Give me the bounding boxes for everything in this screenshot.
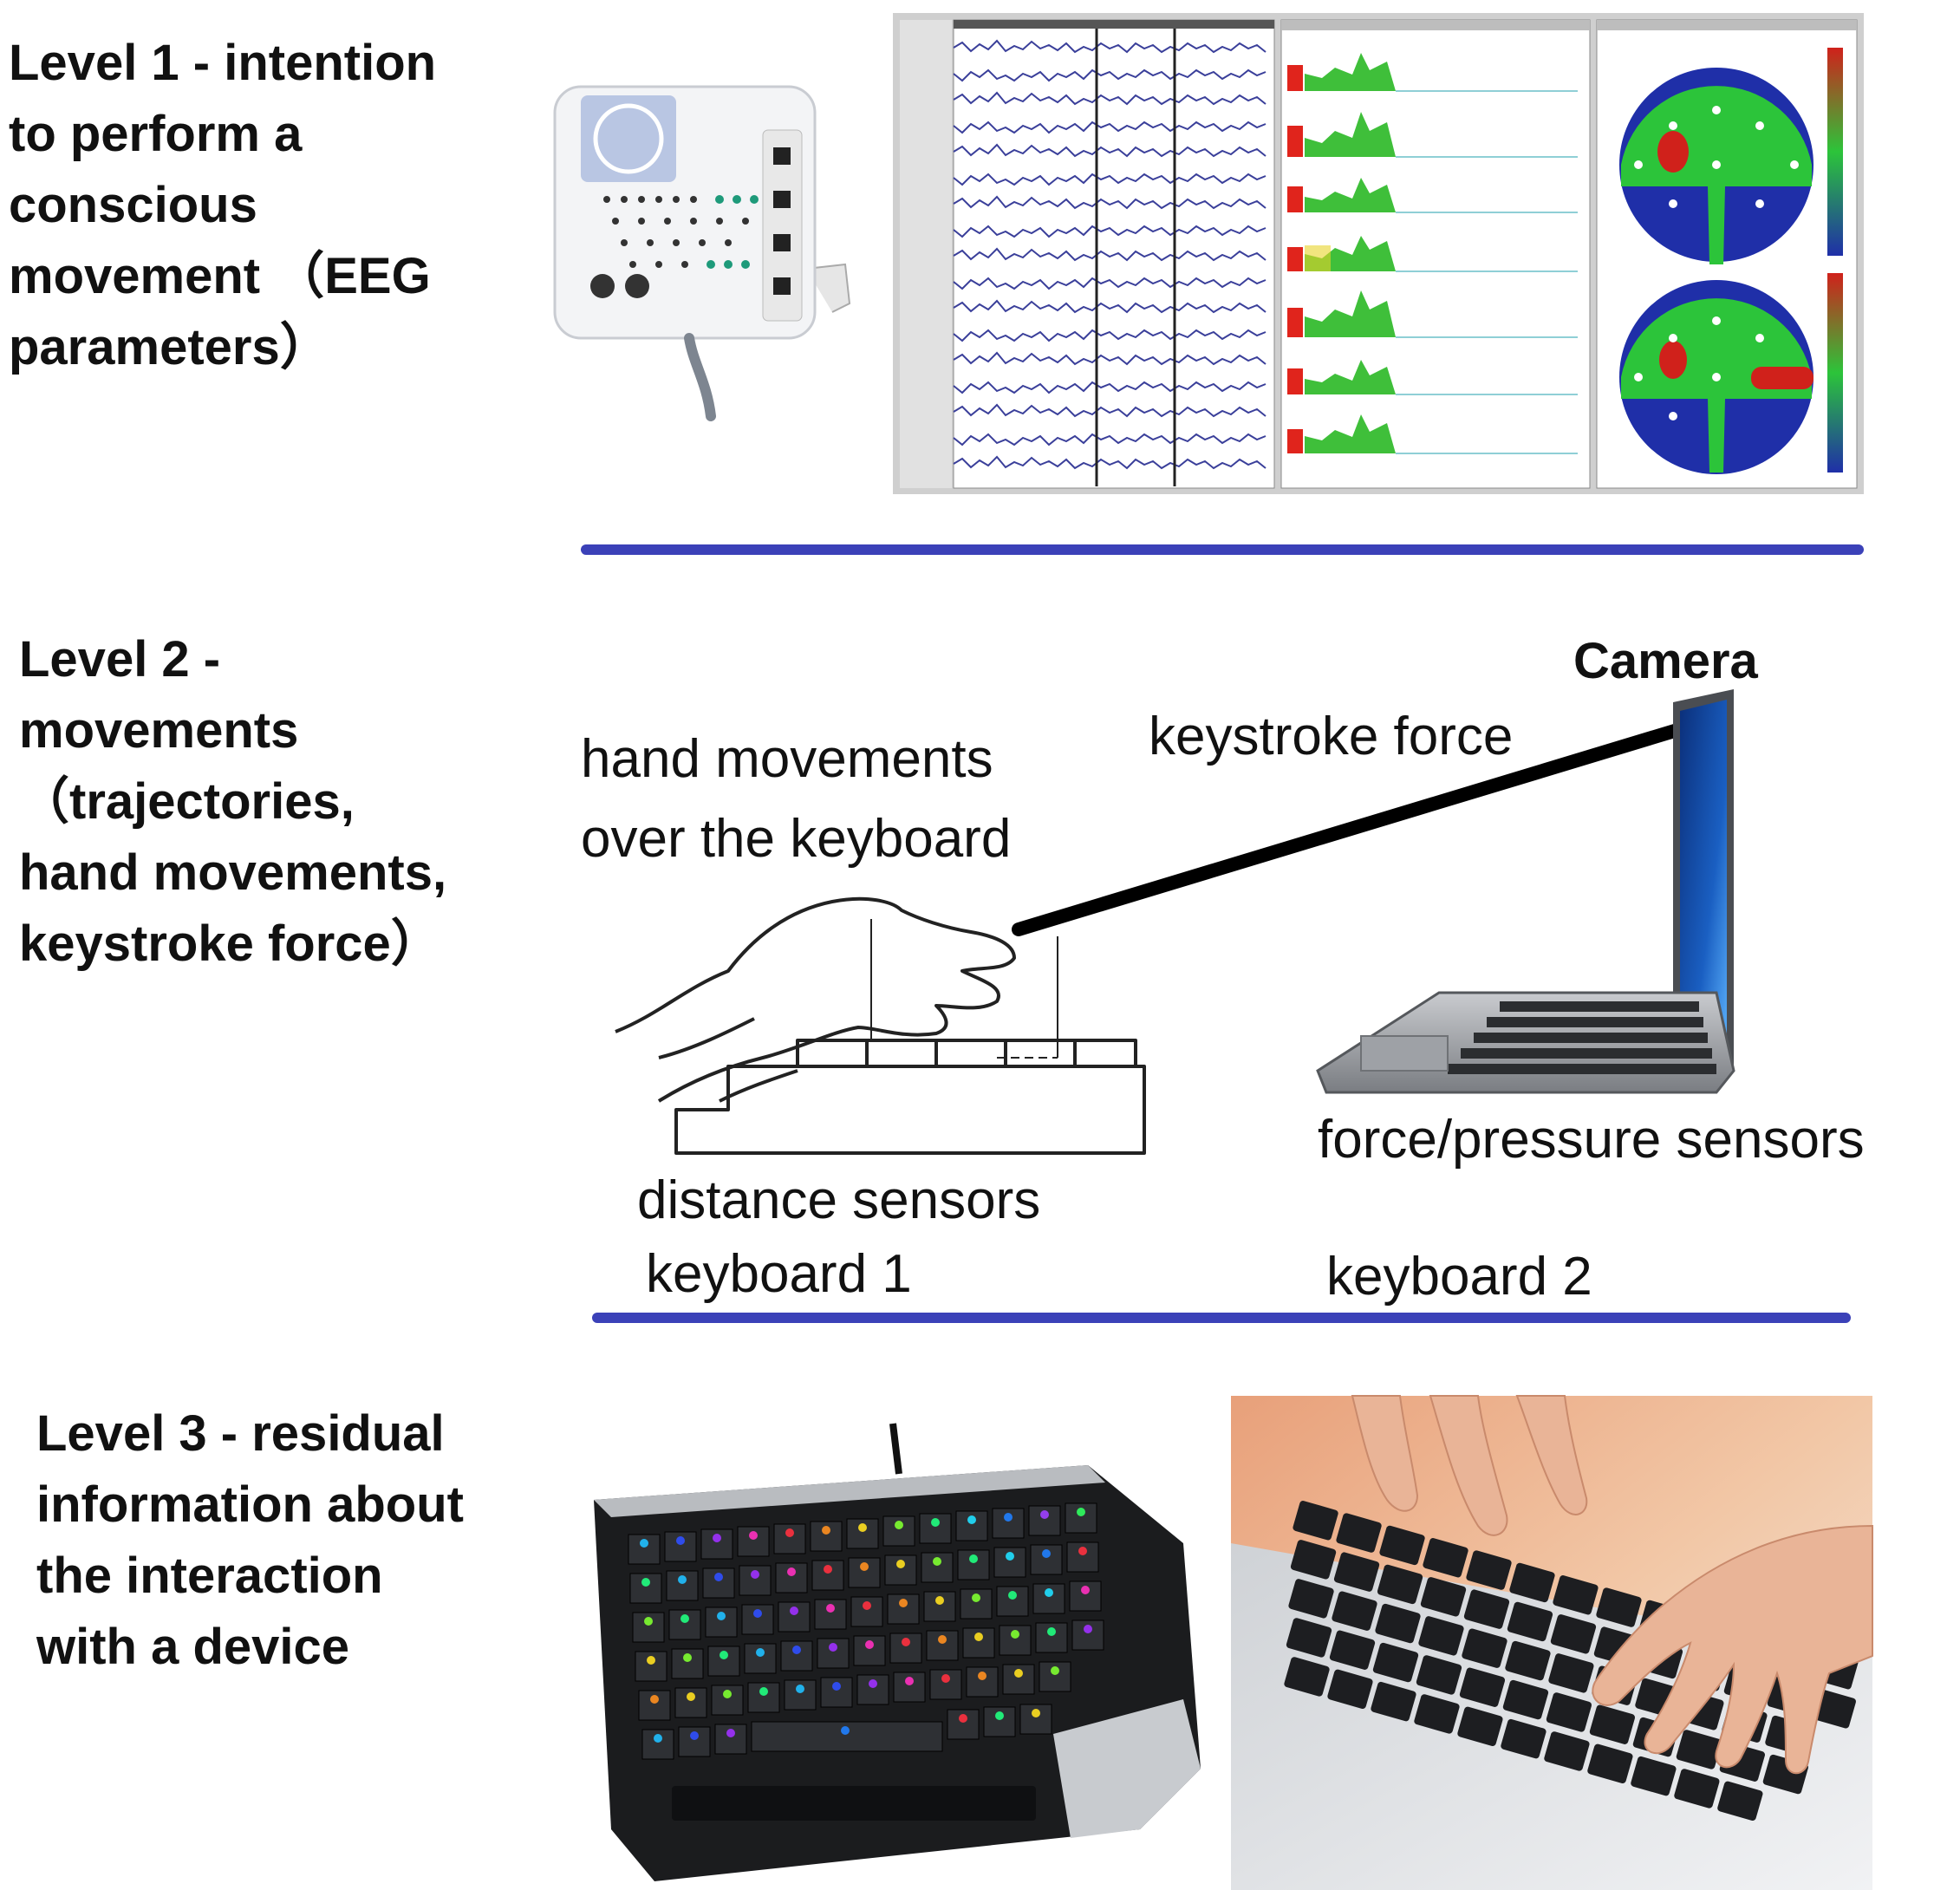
distance-sensors-label: distance sensors (637, 1170, 1041, 1230)
eeg-amplifier-icon (553, 85, 851, 421)
level1-text: Level 1 - intention to perform a conscio… (9, 35, 437, 375)
divider-level2 (592, 1313, 1851, 1323)
hand-over-keyboard-icon (615, 896, 1146, 1155)
force-pressure-sensors-label: force/pressure sensors (1318, 1110, 1865, 1170)
level2-text: Level 2 - movements （trajectories, hand … (19, 631, 447, 972)
rgb-keyboard-photo (594, 1423, 1201, 1881)
keyboard1-label: keyboard 1 (646, 1244, 912, 1304)
divider-level1 (581, 544, 1864, 555)
hand-movements-label: hand movements over the keyboard (581, 729, 1012, 869)
camera-label: Camera (1573, 633, 1758, 689)
laptop-icon (1316, 689, 1735, 1094)
keyboard2-label: keyboard 2 (1326, 1247, 1592, 1307)
typing-hands-photo (1231, 1395, 1873, 1890)
level3-text: Level 3 - residual information about the… (36, 1405, 464, 1675)
eeg-software-window (893, 13, 1864, 494)
